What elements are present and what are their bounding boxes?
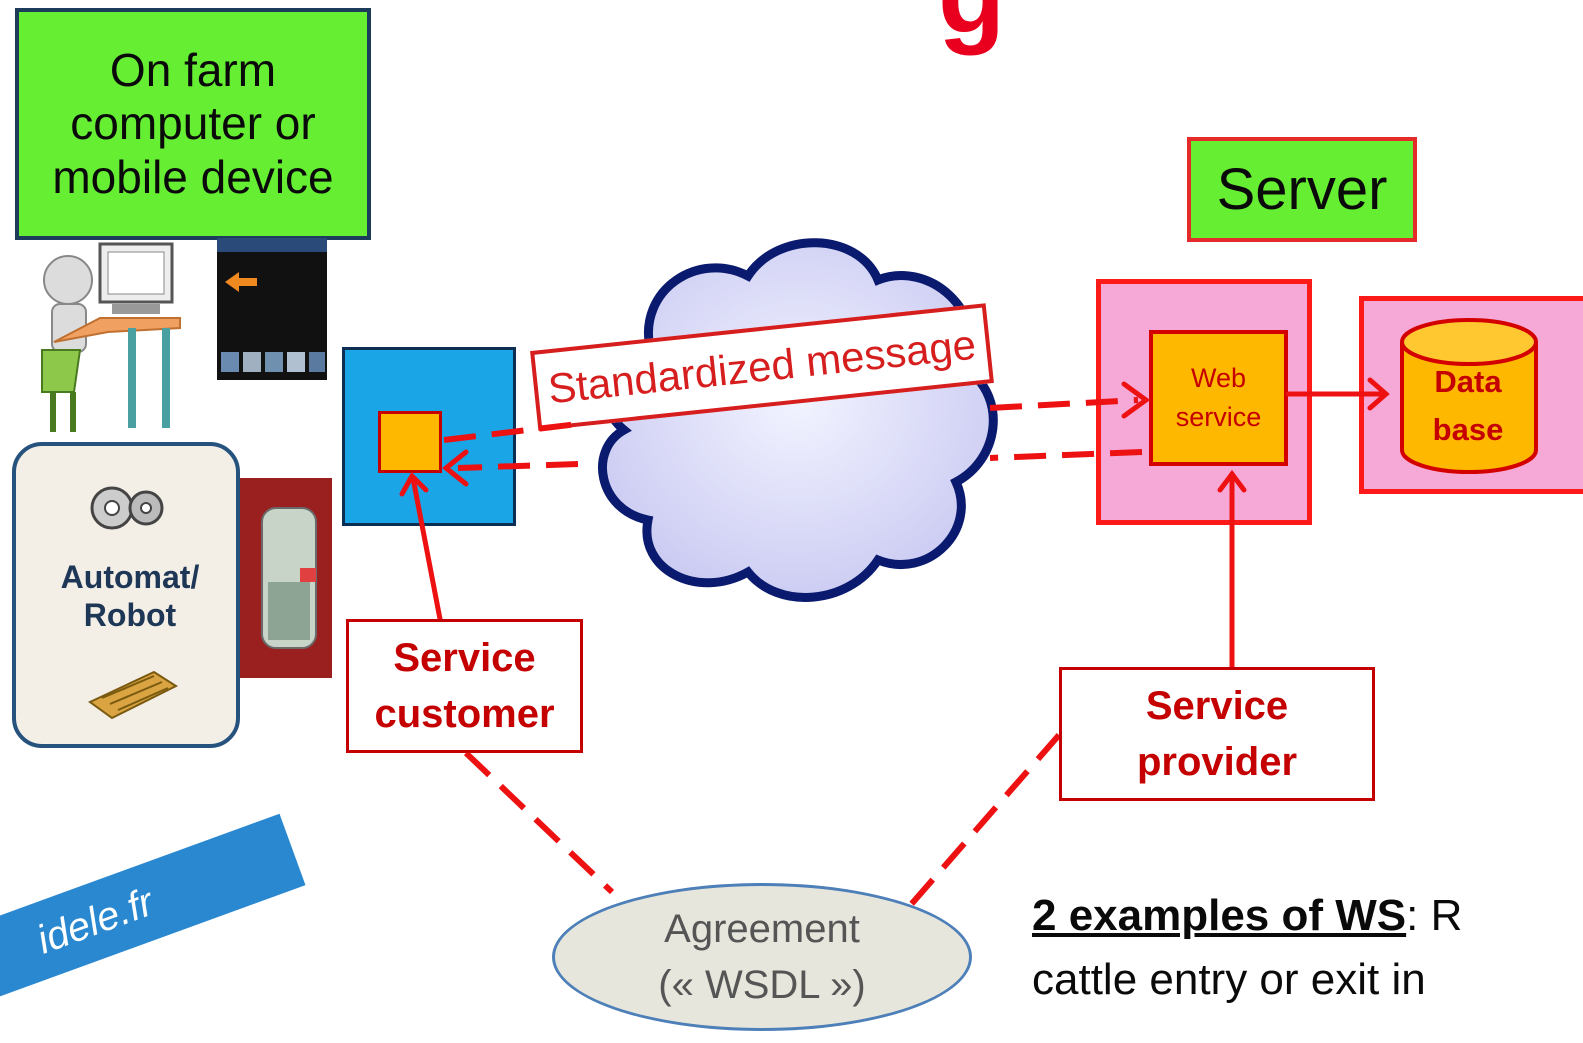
ws-examples-note: 2 examples of WS: R cattle entry or exit…	[1032, 884, 1583, 1012]
automat-robot-panel: Automat/ Robot	[12, 442, 240, 748]
mobile-device-image	[217, 238, 327, 380]
client-port	[378, 411, 442, 473]
agreement-line-1: Agreement	[664, 907, 860, 951]
service-provider-line-2: provider	[1136, 740, 1298, 784]
server-label: Server	[1187, 137, 1417, 242]
service-customer-label: Service customer	[346, 619, 583, 753]
farm-device-label-line-2: computer or	[70, 97, 316, 150]
ws-examples-heading: 2 examples of WS	[1032, 891, 1407, 940]
web-service-label-line-1: Web	[1190, 362, 1247, 393]
agreement-wsdl-ellipse: Agreement (« WSDL »)	[552, 883, 972, 1031]
customer-to-client-arrowhead	[399, 471, 429, 497]
database-label-line-2: base	[1432, 412, 1504, 448]
ws-examples-text-line-2: cattle entry or exit in	[1032, 954, 1426, 1004]
service-provider-line-1: Service	[1145, 684, 1289, 728]
response-line-right	[989, 449, 1143, 461]
header-title-partial: g	[938, 0, 1005, 50]
robot-label-line-2: Robot	[83, 597, 177, 634]
milking-equipment-image	[240, 478, 332, 678]
response-line-left	[457, 461, 579, 471]
farm-device-label-line-1: On farm	[109, 43, 277, 96]
gears-icon	[90, 486, 164, 530]
service-customer-line-2: customer	[374, 692, 555, 736]
customer-agreement-link	[463, 750, 615, 895]
database-label: Data base	[1400, 358, 1536, 454]
agreement-line-2: (« WSDL »)	[658, 963, 866, 1007]
person-computer-image	[41, 242, 181, 432]
request-line-left	[443, 421, 579, 443]
response-arrowhead	[441, 449, 469, 487]
request-arrowhead	[1121, 381, 1151, 419]
web-service-box: Web service	[1149, 330, 1288, 466]
farm-device-label-line-3: mobile device	[52, 150, 334, 203]
database-cylinder-icon	[1400, 318, 1538, 474]
customer-to-client-line	[410, 475, 443, 622]
database-label-line-1: Data	[1434, 364, 1502, 399]
robot-label-line-1: Automat/	[60, 559, 200, 595]
circuit-board-icon	[88, 670, 179, 720]
service-customer-line-1: Service	[393, 636, 536, 680]
provider-agreement-link	[905, 733, 1062, 910]
service-provider-label: Service provider	[1059, 667, 1375, 801]
ws-examples-text-line-1: : R	[1406, 891, 1463, 940]
ws-to-database-arrowhead	[1367, 377, 1390, 411]
farm-device-box: On farm computer or mobile device	[15, 8, 371, 240]
request-line-right	[989, 397, 1139, 411]
web-service-label-line-2: service	[1175, 402, 1262, 432]
provider-to-ws-arrowhead	[1217, 469, 1247, 493]
robot-label: Automat/ Robot	[16, 558, 244, 635]
